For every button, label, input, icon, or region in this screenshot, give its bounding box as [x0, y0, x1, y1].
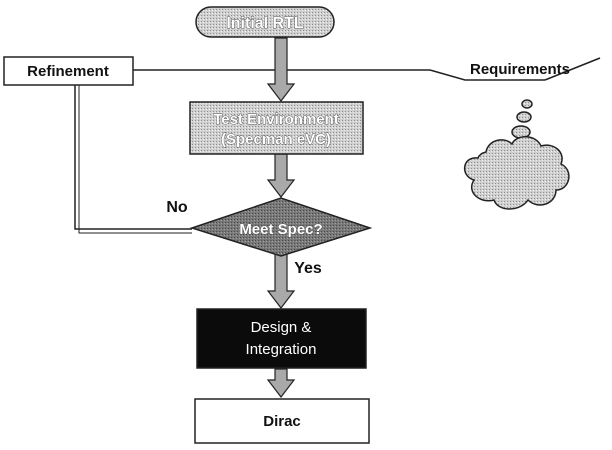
thought-bubble-small — [521, 99, 533, 109]
test-environment-label-line2: (Specman eVC) — [221, 131, 331, 148]
arrow-rtl-to-test — [266, 37, 296, 102]
refinement-label: Refinement — [27, 63, 109, 80]
flow-arrows — [266, 37, 296, 398]
no-feedback-line — [74, 84, 192, 230]
meet-spec-decision-node — [189, 197, 373, 257]
initial-rtl-label: Initial RTL — [226, 15, 304, 32]
meet-spec-label: Meet Spec? — [239, 221, 322, 238]
arrow-test-to-decision — [266, 153, 296, 198]
no-feedback-line-inner — [78, 84, 192, 234]
thought-bubble-medium — [516, 111, 532, 123]
arrow-design-to-dirac — [266, 368, 296, 398]
refinement-node — [3, 56, 134, 86]
requirements-pointer-line — [544, 57, 601, 81]
design-integration-label-line2: Integration — [246, 341, 317, 358]
test-environment-label-line1: Test Environment — [213, 111, 339, 128]
test-environment-node — [189, 101, 364, 155]
no-edge-label: No — [166, 199, 188, 216]
initial-rtl-node — [195, 6, 335, 38]
dirac-node — [194, 398, 370, 444]
arrow-decision-to-design — [266, 251, 296, 309]
requirements-underline — [429, 69, 545, 81]
requirements-cloud — [464, 136, 570, 210]
yes-edge-label: Yes — [294, 260, 322, 277]
design-integration-label-line1: Design & — [251, 319, 312, 336]
requirements-label: Requirements — [470, 61, 570, 78]
design-integration-node — [196, 308, 367, 369]
dirac-label: Dirac — [263, 413, 301, 430]
thought-cloud — [464, 99, 570, 210]
